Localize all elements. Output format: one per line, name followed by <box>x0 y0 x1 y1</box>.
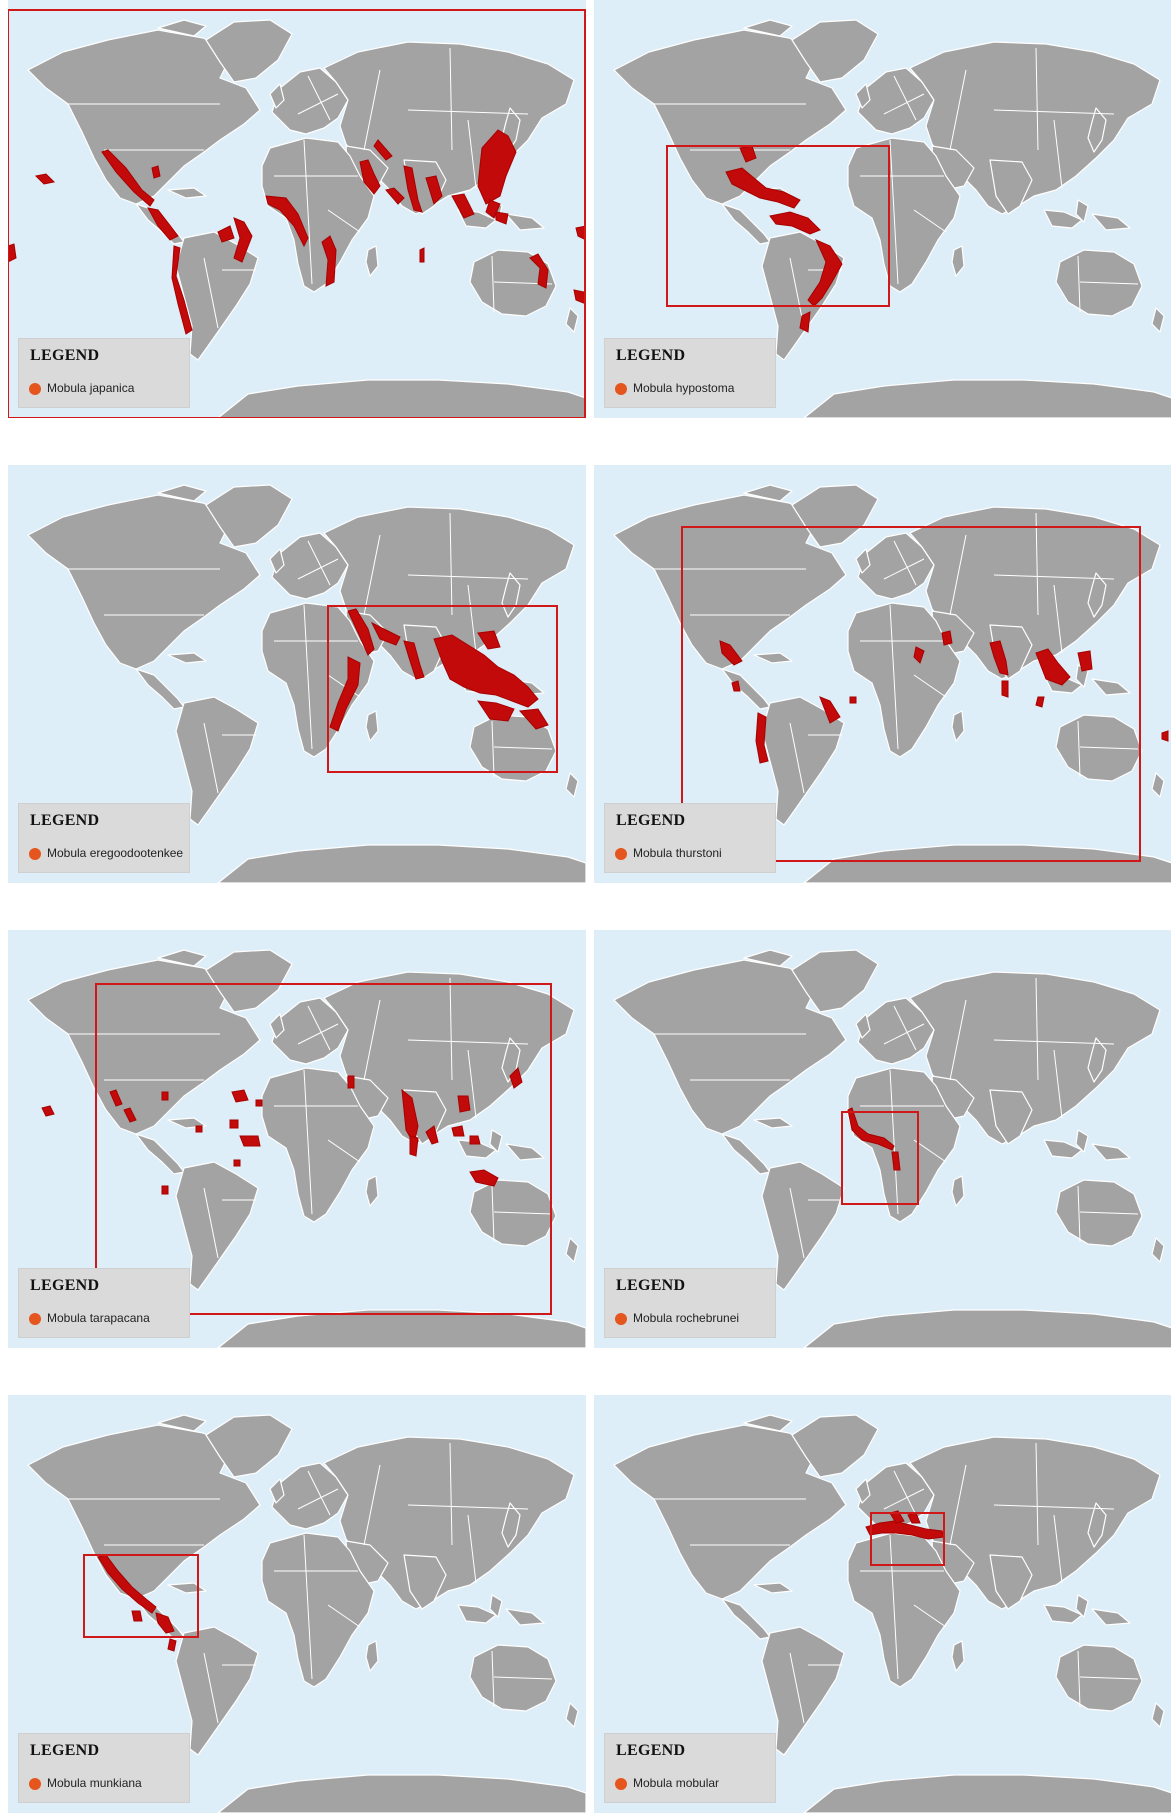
map-panel-mobula-hypostoma: LEGEND Mobula hypostoma <box>594 0 1171 418</box>
legend-marker-icon <box>29 383 41 395</box>
legend-marker-icon <box>29 1313 41 1325</box>
legend-marker-icon <box>615 1313 627 1325</box>
range-overlay <box>847 1107 901 1171</box>
range-overlay <box>329 608 549 732</box>
legend-title: LEGEND <box>30 812 100 829</box>
world-map <box>613 1414 1171 1813</box>
range-extent-box <box>870 1512 945 1566</box>
map-panel-mobula-japanica: LEGEND Mobula japanica <box>8 0 586 418</box>
legend-title: LEGEND <box>30 1277 100 1294</box>
legend-marker-icon <box>615 383 627 395</box>
legend-box: LEGEND Mobula hypostoma <box>604 338 776 408</box>
range-extent-box <box>83 1554 199 1638</box>
range-overlay <box>725 145 843 333</box>
legend-box: LEGEND Mobula munkiana <box>18 1733 190 1803</box>
legend-marker-icon <box>29 1778 41 1790</box>
legend-marker-icon <box>615 1778 627 1790</box>
range-extent-box <box>8 9 586 418</box>
range-extent-box <box>681 526 1141 862</box>
world-map <box>613 19 1171 418</box>
map-panel-mobula-rochebrunei: LEGEND Mobula rochebrunei <box>594 930 1171 1348</box>
legend-species-label: Mobula hypostoma <box>633 381 735 395</box>
map-panel-mobula-tarapacana: LEGEND Mobula tarapacana <box>8 930 586 1348</box>
legend-title: LEGEND <box>616 1742 686 1759</box>
legend-title: LEGEND <box>30 347 100 364</box>
range-extent-box <box>666 145 890 307</box>
range-extent-box <box>841 1111 919 1205</box>
legend-species-label: Mobula tarapacana <box>47 1311 150 1325</box>
legend-species-label: Mobula japanica <box>47 381 135 395</box>
range-extent-box <box>327 605 558 773</box>
legend-title: LEGEND <box>616 1277 686 1294</box>
legend-box: LEGEND Mobula thurstoni <box>604 803 776 873</box>
range-overlay <box>8 129 586 335</box>
legend-box: LEGEND Mobula tarapacana <box>18 1268 190 1338</box>
range-overlay <box>719 630 1169 764</box>
legend-box: LEGEND Mobula japanica <box>18 338 190 408</box>
world-map <box>613 484 1171 883</box>
map-panel-mobula-eregoodootenkee: LEGEND Mobula eregoodootenkee <box>8 465 586 883</box>
legend-title: LEGEND <box>616 347 686 364</box>
legend-box: LEGEND Mobula mobular <box>604 1733 776 1803</box>
legend-title: LEGEND <box>616 812 686 829</box>
legend-box: LEGEND Mobula eregoodootenkee <box>18 803 190 873</box>
legend-species-label: Mobula mobular <box>633 1776 720 1790</box>
legend-species-label: Mobula rochebrunei <box>633 1311 740 1325</box>
map-panel-mobula-mobular: LEGEND Mobula mobular <box>594 1395 1171 1813</box>
world-map <box>27 1414 586 1813</box>
legend-marker-icon <box>29 848 41 860</box>
world-map <box>8 9 586 418</box>
world-map <box>27 484 586 883</box>
legend-marker-icon <box>615 848 627 860</box>
range-extent-box <box>95 983 552 1315</box>
legend-species-label: Mobula thurstoni <box>633 846 722 860</box>
world-map <box>613 949 1171 1348</box>
legend-box: LEGEND Mobula rochebrunei <box>604 1268 776 1338</box>
legend-title: LEGEND <box>30 1742 100 1759</box>
world-map <box>27 949 586 1348</box>
map-panel-mobula-thurstoni: LEGEND Mobula thurstoni <box>594 465 1171 883</box>
legend-species-label: Mobula eregoodootenkee <box>47 846 184 860</box>
legend-species-label: Mobula munkiana <box>47 1776 142 1790</box>
range-overlay <box>97 1554 177 1652</box>
map-panel-mobula-munkiana: LEGEND Mobula munkiana <box>8 1395 586 1813</box>
range-overlay <box>41 1067 523 1195</box>
